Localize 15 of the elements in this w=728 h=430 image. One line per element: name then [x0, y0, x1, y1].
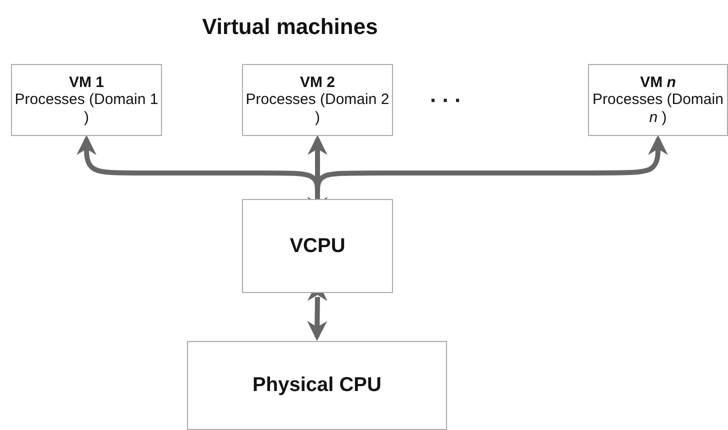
- box-title: Physical CPU: [252, 374, 382, 397]
- process-box: [187, 341, 447, 430]
- box-title: VM 2: [300, 74, 335, 90]
- process-box: [242, 64, 393, 136]
- process-box: [588, 64, 728, 136]
- box-title: VCPU: [290, 234, 346, 258]
- box-text: Processes (Domain 1 ): [14, 90, 160, 126]
- process-box: [242, 199, 393, 293]
- process-box: [11, 64, 162, 136]
- box-title: VM 1: [68, 74, 104, 90]
- ellipsis: . . .: [430, 82, 461, 108]
- box-title: VM n: [640, 74, 676, 90]
- box-text: Processes (Domain 2 ): [244, 90, 390, 126]
- box-text: Processes (Domain n ): [592, 90, 724, 126]
- diagram-title: Virtual machines: [201, 14, 379, 40]
